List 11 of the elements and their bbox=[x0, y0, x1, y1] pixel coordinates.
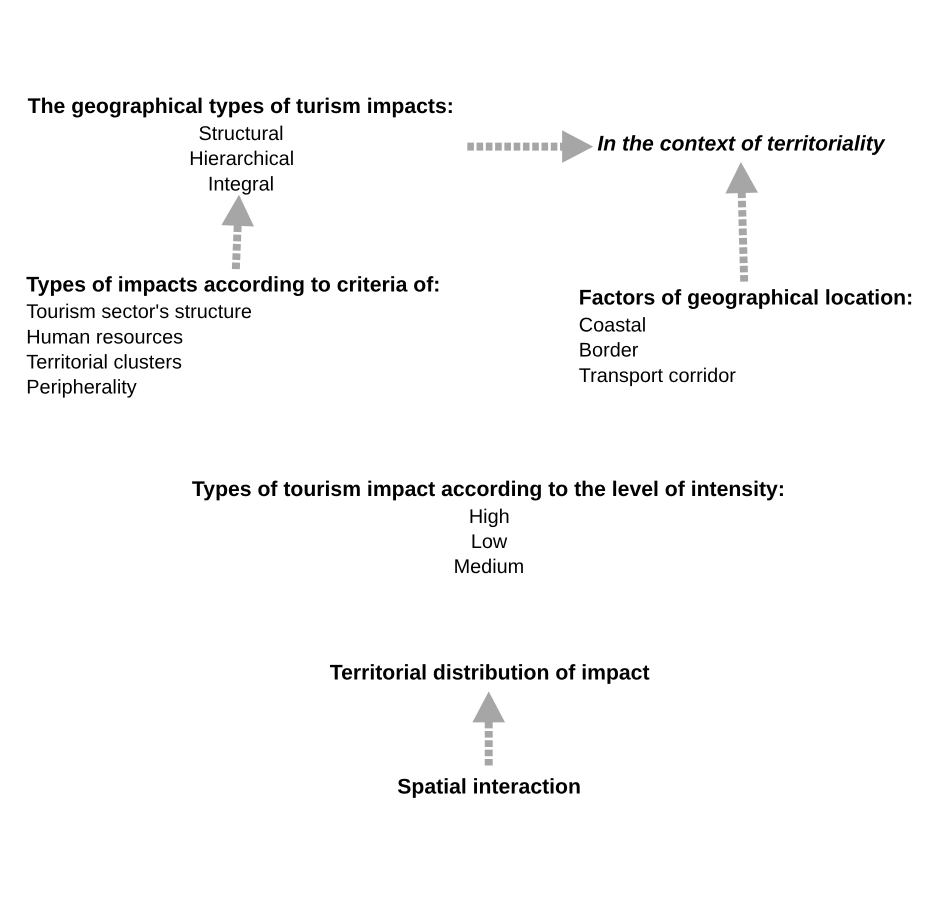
node-text: Spatial interaction bbox=[397, 776, 581, 799]
node-text: Territorial distribution of impact bbox=[330, 662, 650, 685]
arrow bbox=[472, 691, 506, 766]
node-text: In the context of territoriality bbox=[597, 132, 885, 156]
node-text: The geographical types of turism impacts: Structural Hierarchical Integral bbox=[28, 95, 454, 196]
arrow bbox=[221, 194, 254, 270]
node-text: Types of impacts according to criteria of: Tourism sector's structure Human resources Territorial clusters Peripherality bbox=[26, 273, 440, 399]
node-text: Types of tourism impact according to the level of intensity: High Low Medium bbox=[192, 478, 785, 578]
arrow bbox=[725, 162, 758, 282]
node-text: Factors of geographical location: Coastal Border Transport corridor bbox=[578, 286, 914, 387]
arrow bbox=[467, 130, 594, 163]
